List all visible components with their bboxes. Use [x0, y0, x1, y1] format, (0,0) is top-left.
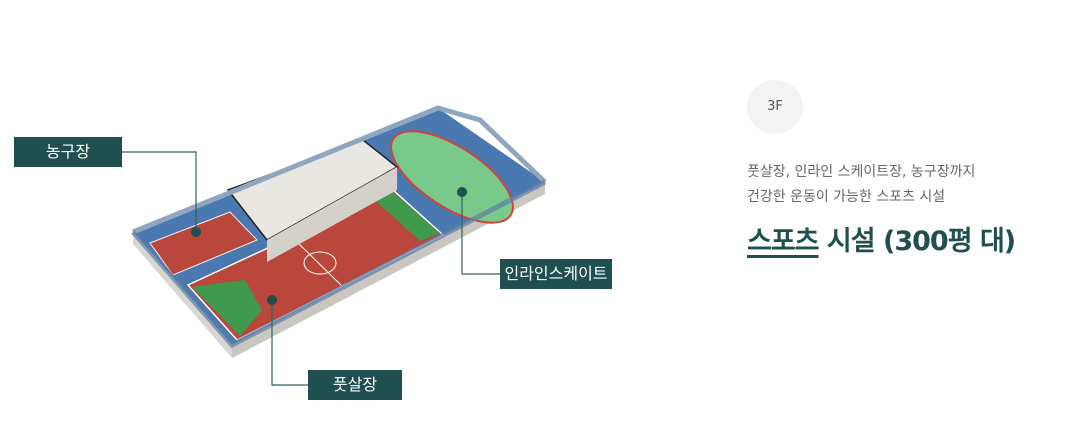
- inline-rink: [390, 130, 514, 224]
- basketball-court: [149, 211, 258, 276]
- marker-futsal: [267, 295, 277, 305]
- building-wall: [267, 167, 397, 262]
- fence-front: [131, 179, 547, 349]
- halfway-line: [295, 240, 344, 288]
- futsal-goal-area-right: [375, 192, 440, 241]
- marker-inline: [457, 187, 467, 197]
- description: 풋살장, 인라인 스케이트장, 농구장까지 건강한 운동이 가능한 스포츠 시설: [747, 160, 975, 210]
- slab-side-right: [232, 182, 545, 358]
- floor-badge: 3F: [747, 80, 803, 134]
- fence: [132, 105, 547, 235]
- label-basketball: 농구장: [14, 137, 122, 167]
- futsal-goal-area-left: [192, 280, 262, 336]
- title-highlight: 스포츠: [747, 226, 820, 257]
- description-line: 건강한 운동이 가능한 스포츠 시설: [747, 189, 946, 205]
- label-inline-skate: 인라인스케이트장: [500, 259, 612, 313]
- sports-floor-illustration: [122, 105, 547, 386]
- marker-basketball: [191, 227, 201, 237]
- section-title: 스포츠 시설 (300평 대): [747, 219, 1016, 258]
- title-rest: 시설 (300평 대): [818, 226, 1016, 257]
- description-line: 풋살장, 인라인 스케이트장, 농구장까지: [747, 164, 976, 180]
- label-futsal: 풋살장: [308, 370, 402, 400]
- center-circle: [303, 251, 337, 275]
